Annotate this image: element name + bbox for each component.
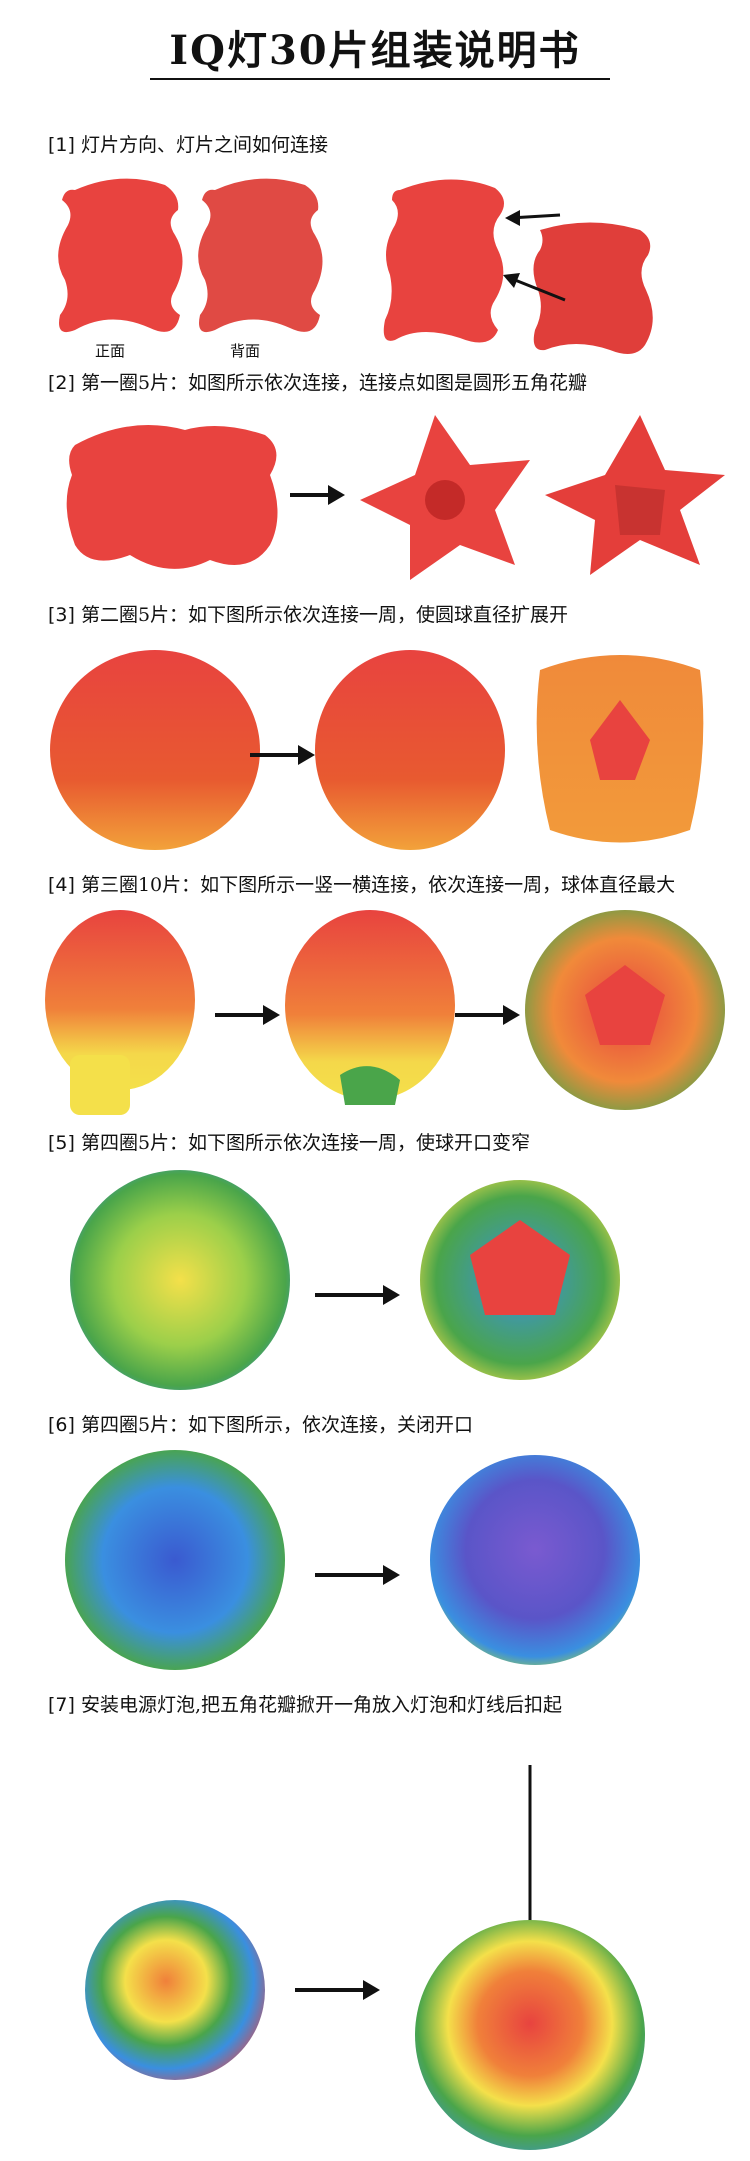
opening-5 xyxy=(470,1220,570,1315)
arrow-head-5 xyxy=(263,1005,280,1025)
arrow-head-9 xyxy=(363,1980,380,2000)
step-4-figure xyxy=(45,910,725,1115)
step-6-figure xyxy=(65,1450,640,1670)
ball-stage-4a xyxy=(45,910,195,1090)
lamp-piece-front xyxy=(58,178,183,333)
arrow-head-8 xyxy=(383,1565,400,1585)
step-5-figure xyxy=(70,1170,620,1390)
step-3-figure xyxy=(50,650,704,850)
page-title: IQ灯30片组装说明书 xyxy=(169,27,581,74)
arrow-head-1 xyxy=(505,210,520,226)
inner-flower-3 xyxy=(590,700,650,780)
lamp-piece-left xyxy=(383,179,504,343)
step-6-number: [6] xyxy=(48,1414,75,1436)
ball-stage-6b xyxy=(430,1455,640,1665)
half-ball-1 xyxy=(50,650,260,850)
step-1-figure xyxy=(58,178,653,354)
green-piece xyxy=(340,1066,400,1105)
step-5-text: 第四圈5片：如下图所示依次连接一周，使球开口变窄 xyxy=(80,1132,531,1154)
caption-back: 背面 xyxy=(230,342,261,360)
lamp-pieces-joined xyxy=(66,425,278,569)
step-7-text: 安装电源灯泡,把五角花瓣掀开一角放入灯泡和灯线后扣起 xyxy=(80,1694,563,1716)
inner-flower-4 xyxy=(585,965,665,1045)
step-2-figure xyxy=(66,415,725,580)
step-5-heading: [5] 第四圈5片：如下图所示依次连接一周，使球开口变窄 xyxy=(48,1128,530,1155)
ball-stage-6a xyxy=(65,1450,285,1670)
lamp-piece-back xyxy=(198,178,323,333)
arrow-head-7 xyxy=(383,1285,400,1305)
step-7-figure xyxy=(85,1765,645,2150)
arrow-head-2 xyxy=(503,273,520,288)
step-3-number: [3] xyxy=(48,604,75,626)
step-1-number: [1] xyxy=(48,134,75,156)
step-3-text: 第二圈5片：如下图所示依次连接一周，使圆球直径扩展开 xyxy=(80,604,569,626)
yellow-piece xyxy=(70,1055,130,1115)
ball-stage-4b xyxy=(285,910,455,1100)
bulb-detail-view xyxy=(85,1900,265,2080)
step-4-heading: [4] 第三圈10片：如下图所示一竖一横连接，依次连接一周，球体直径最大 xyxy=(48,870,675,897)
step-5-number: [5] xyxy=(48,1132,75,1154)
step-1-text: 灯片方向、灯片之间如何连接 xyxy=(80,134,328,156)
flower-center-front xyxy=(425,480,465,520)
step-4-number: [4] xyxy=(48,874,75,896)
arrow-head-6 xyxy=(503,1005,520,1025)
step-7-heading: [7] 安装电源灯泡,把五角花瓣掀开一角放入灯泡和灯线后扣起 xyxy=(48,1690,562,1717)
step-1-heading: [1] 灯片方向、灯片之间如何连接 xyxy=(48,130,328,157)
lamp-piece-right xyxy=(533,222,653,354)
arrow-head-3 xyxy=(328,485,345,505)
flower-center-back xyxy=(615,485,665,535)
step-4-text: 第三圈10片：如下图所示一竖一横连接，依次连接一周，球体直径最大 xyxy=(80,874,676,896)
step-6-text: 第四圈5片：如下图所示，依次连接，关闭开口 xyxy=(80,1414,474,1436)
step-3-heading: [3] 第二圈5片：如下图所示依次连接一周，使圆球直径扩展开 xyxy=(48,600,568,627)
half-ball-2 xyxy=(315,650,505,850)
step-2-number: [2] xyxy=(48,372,75,394)
caption-front: 正面 xyxy=(95,342,126,360)
ball-stage-5a xyxy=(70,1170,290,1390)
arrow-head-4 xyxy=(298,745,315,765)
step-6-heading: [6] 第四圈5片：如下图所示，依次连接，关闭开口 xyxy=(48,1410,473,1437)
title-underline xyxy=(150,78,610,80)
step-2-text: 第一圈5片：如图所示依次连接，连接点如图是圆形五角花瓣 xyxy=(80,372,588,394)
step-7-number: [7] xyxy=(48,1694,75,1716)
arrow-line-2 xyxy=(509,276,566,302)
finished-lamp xyxy=(415,1920,645,2150)
step-2-heading: [2] 第一圈5片：如图所示依次连接，连接点如图是圆形五角花瓣 xyxy=(48,368,587,395)
